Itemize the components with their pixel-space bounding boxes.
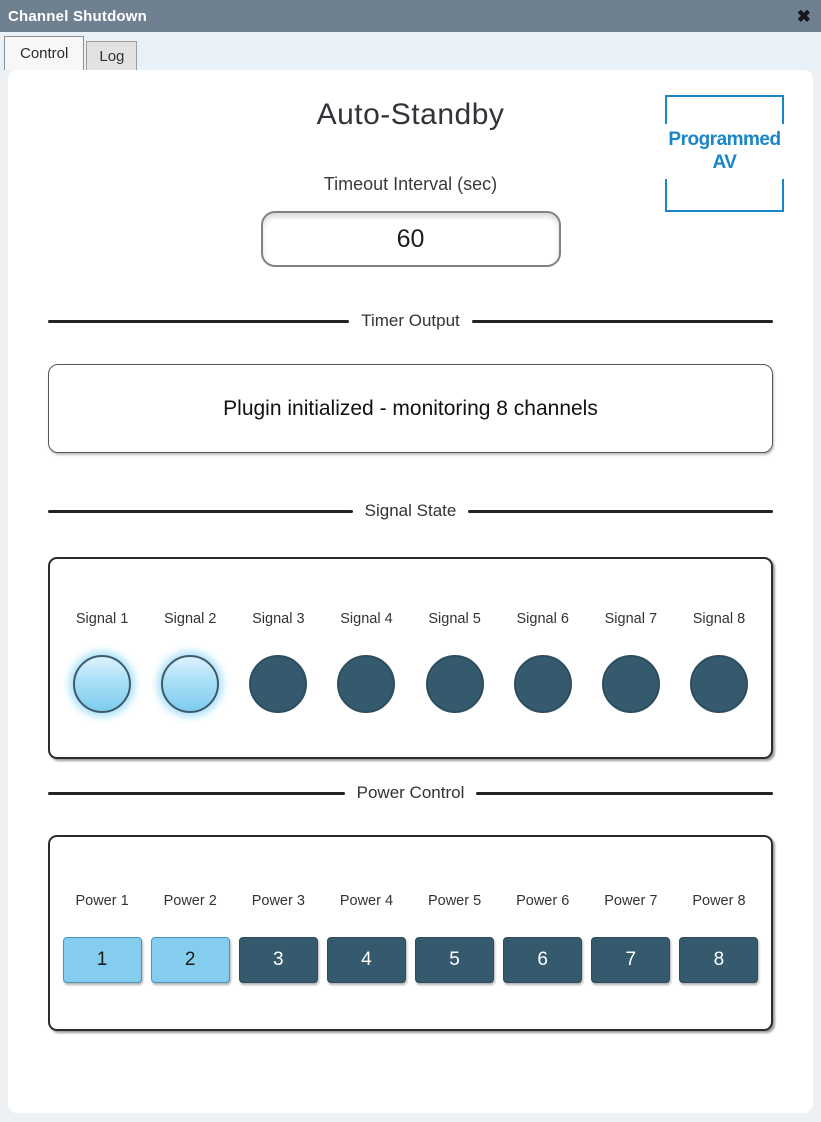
signal-label: Signal 7 — [604, 611, 658, 627]
power-button[interactable]: 5 — [415, 937, 495, 983]
signal-grid: Signal 1 Signal 2 Signal 3 Signal 4 Signal 5… — [58, 611, 763, 713]
power-label: Power 1 — [75, 893, 129, 909]
signal-lamp — [601, 655, 660, 713]
power-label: Power 2 — [163, 893, 217, 909]
power-control-divider: Power Control — [48, 783, 773, 803]
signal-label: Signal 8 — [692, 611, 746, 627]
signal-lamp — [513, 655, 572, 713]
signal-state-label: Signal State — [364, 501, 457, 520]
power-button[interactable]: 7 — [591, 937, 671, 983]
tab-strip: Control Log — [0, 32, 821, 70]
power-grid: Power 1 Power 2 Power 3 Power 4 Power 5 Power… — [58, 893, 763, 983]
power-button[interactable]: 3 — [238, 937, 318, 983]
window-title: Channel Shutdown — [8, 7, 148, 25]
power-button[interactable]: 6 — [503, 937, 583, 983]
close-icon[interactable]: ✖ — [796, 6, 811, 26]
timeout-interval-label: Timeout Interval (sec) — [323, 174, 498, 194]
page-title: Auto-Standby — [316, 98, 505, 131]
power-control-label: Power Control — [356, 783, 465, 802]
signal-state-box: Signal 1 Signal 2 Signal 3 Signal 4 Signal 5… — [48, 557, 773, 759]
timer-output-message: Plugin initialized - monitoring 8 channe… — [223, 396, 598, 420]
signal-label: Signal 6 — [516, 611, 569, 627]
power-button[interactable]: 1 — [62, 937, 142, 983]
signal-label: Signal 2 — [163, 611, 217, 627]
logo-line2: AV — [712, 152, 737, 174]
signal-lamp — [425, 655, 484, 713]
programmed-av-logo: Programmed AV — [657, 95, 792, 212]
tab-control[interactable]: Control — [4, 36, 85, 70]
signal-label: Signal 5 — [428, 611, 481, 627]
tab-log[interactable]: Log — [86, 41, 138, 70]
signal-lamp — [73, 655, 132, 713]
signal-lamp — [249, 655, 308, 713]
timer-output-box: Plugin initialized - monitoring 8 channe… — [48, 364, 773, 453]
programmed-av-logo-text: Programmed AV — [657, 123, 792, 180]
timeout-interval-input[interactable] — [260, 211, 561, 267]
power-button[interactable]: 8 — [679, 937, 759, 983]
power-label: Power 4 — [339, 893, 394, 909]
signal-state-divider: Signal State — [48, 501, 773, 521]
power-label: Power 5 — [427, 893, 482, 909]
signal-lamp — [161, 655, 220, 713]
power-button[interactable]: 4 — [326, 937, 406, 983]
timer-output-label: Timer Output — [361, 311, 460, 330]
power-control-box: Power 1 Power 2 Power 3 Power 4 Power 5 Power… — [48, 835, 773, 1031]
timer-output-divider: Timer Output — [48, 311, 774, 331]
signal-lamp — [337, 655, 396, 713]
window-titlebar: Channel Shutdown ✖ — [0, 0, 821, 32]
signal-label: Signal 4 — [340, 611, 393, 627]
tab-log-label: Log — [99, 47, 125, 65]
signal-label: Signal 1 — [75, 611, 129, 627]
tab-control-label: Control — [20, 45, 69, 62]
logo-line1: Programmed — [668, 128, 781, 150]
power-button[interactable]: 2 — [150, 937, 230, 983]
power-label: Power 6 — [516, 893, 570, 909]
power-label: Power 3 — [251, 893, 305, 909]
signal-lamp — [689, 655, 748, 713]
control-panel: Programmed AV Auto-Standby Timeout Inter… — [8, 70, 813, 1113]
signal-label: Signal 3 — [252, 611, 305, 627]
power-label: Power 8 — [692, 893, 746, 909]
power-label: Power 7 — [604, 893, 658, 909]
